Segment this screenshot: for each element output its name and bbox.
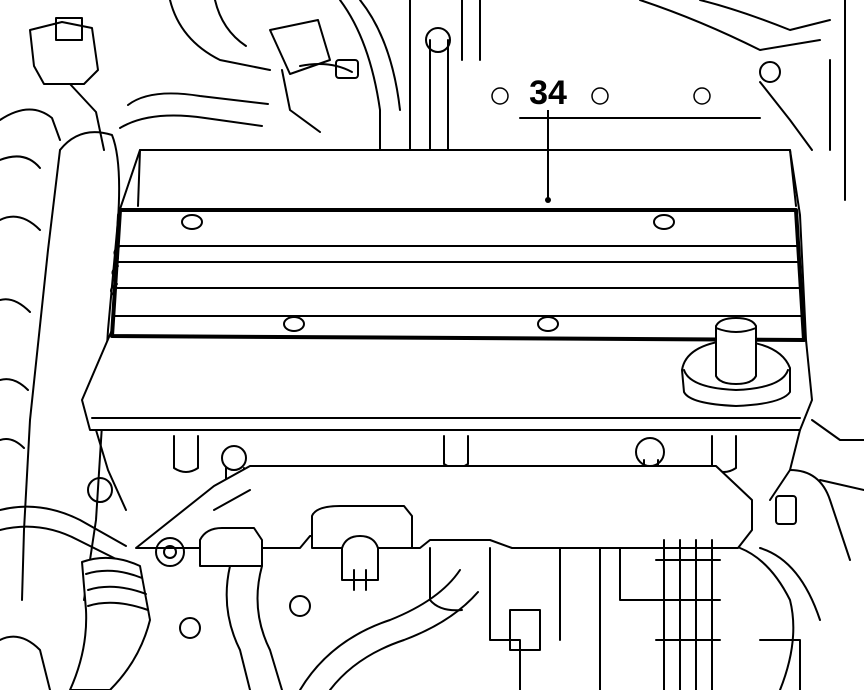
background-components-top	[0, 0, 846, 201]
ignition-module	[135, 465, 753, 591]
left-hose	[0, 131, 121, 601]
callout-target-dot	[545, 197, 551, 203]
callout-34: 34	[529, 74, 567, 203]
camshaft-cover	[81, 149, 813, 431]
oil-filler-cap	[681, 317, 791, 407]
callout-label: 34	[529, 74, 567, 112]
background-components-bottom	[0, 419, 864, 690]
